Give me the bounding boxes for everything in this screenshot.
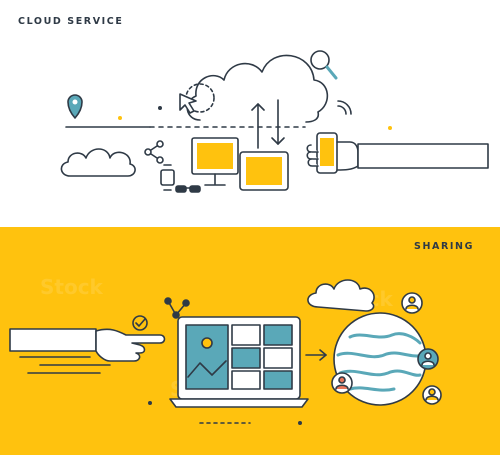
nodes-icon xyxy=(164,297,190,319)
user-avatar-icon xyxy=(422,385,442,405)
decor-dot xyxy=(388,126,392,130)
pointing-hand-icon xyxy=(9,328,166,362)
small-cloud-icon xyxy=(60,148,136,177)
magnifier-icon xyxy=(310,50,338,80)
smartphone-icon xyxy=(316,132,338,174)
location-pin-icon xyxy=(67,94,83,119)
share-icon xyxy=(144,140,164,164)
watermark-stock: Stock xyxy=(40,275,103,299)
sharing-title: SHARING xyxy=(414,241,474,252)
photo-gallery-icon xyxy=(185,324,293,390)
smartwatch-icon xyxy=(160,164,175,191)
hand-icon xyxy=(306,141,489,171)
decor-dot xyxy=(298,421,302,425)
decor-dot xyxy=(118,116,122,120)
cloud-service-title: CLOUD SERVICE xyxy=(18,16,124,27)
sharing-panel: SHARING Stock Stock Stock xyxy=(0,227,500,455)
sharing-artwork xyxy=(9,279,442,425)
cursor-icon xyxy=(179,93,197,114)
arrow-right-icon xyxy=(305,349,327,361)
glasses-icon xyxy=(175,185,201,193)
globe-icon xyxy=(333,312,427,406)
user-avatar-icon xyxy=(331,372,353,394)
user-avatar-icon xyxy=(417,348,439,370)
cloud-service-panel: CLOUD SERVICE xyxy=(0,0,500,227)
decor-dot xyxy=(148,401,152,405)
decor-dot xyxy=(158,106,162,110)
upload-arrow-icon xyxy=(251,103,265,149)
wifi-icon xyxy=(337,100,352,115)
user-avatar-icon xyxy=(401,292,423,314)
cloud-icon xyxy=(186,54,329,123)
download-arrow-icon xyxy=(271,99,285,145)
cloud-icon xyxy=(307,279,375,312)
tablet-icon xyxy=(239,151,289,191)
desktop-monitor-icon xyxy=(191,137,239,186)
check-circle-icon xyxy=(132,315,148,331)
watermark-id: 96481034 xyxy=(0,405,2,449)
cloud-service-artwork xyxy=(60,50,489,193)
